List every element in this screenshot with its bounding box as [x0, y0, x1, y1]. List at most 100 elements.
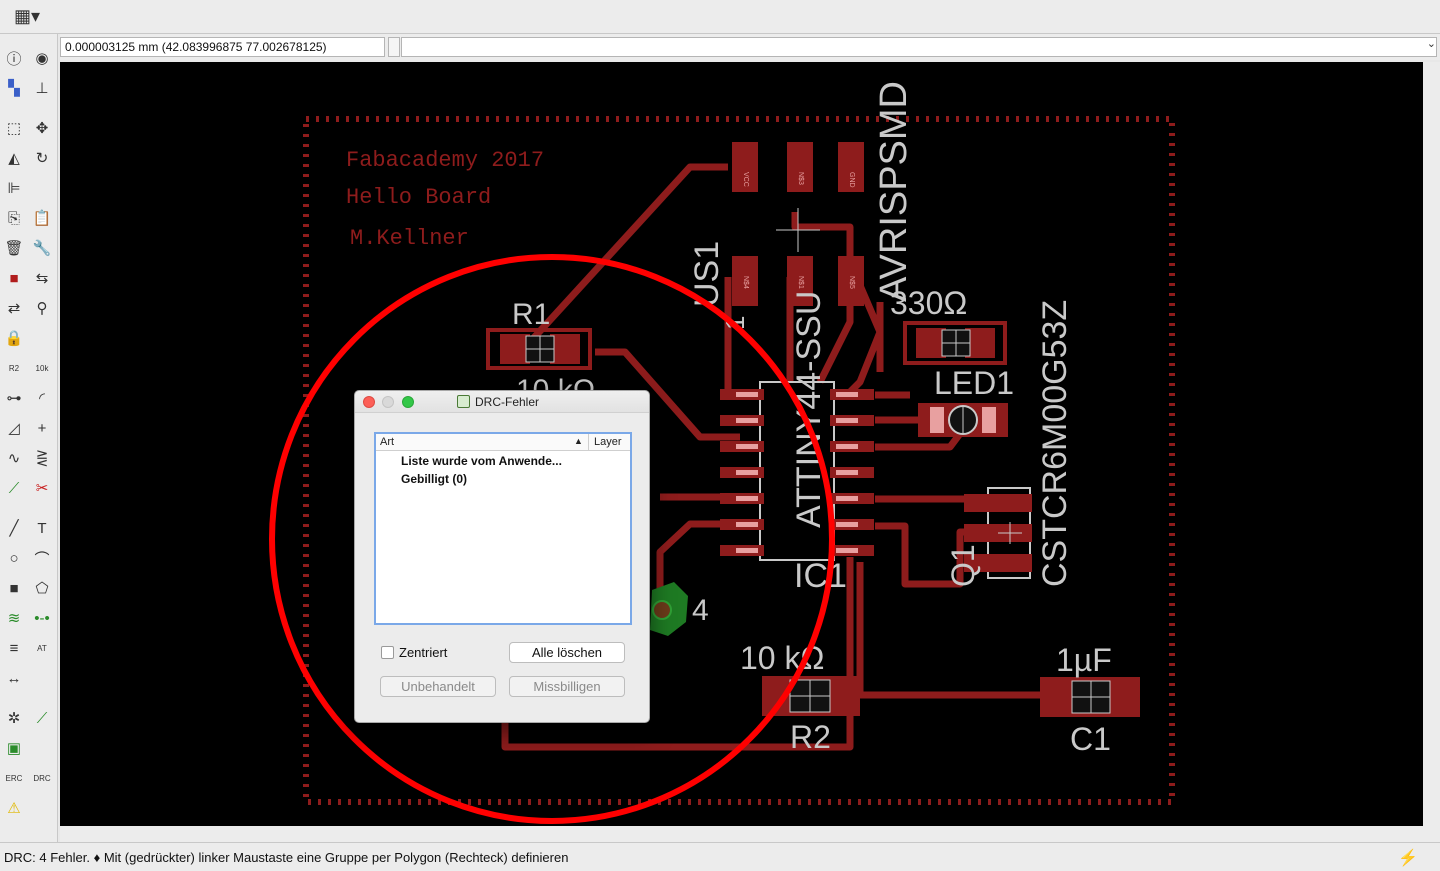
ratsnest-icon[interactable]: ✲ — [7, 710, 21, 727]
align-icon[interactable]: ⊫ — [7, 180, 21, 197]
copy-icon[interactable]: ⎘ — [7, 209, 20, 227]
delete-icon[interactable]: 🗑 — [4, 240, 24, 257]
centered-checkbox[interactable] — [381, 646, 394, 659]
list-header: Art ▲ Layer — [376, 434, 630, 451]
r2-label: R2 — [790, 719, 831, 755]
smash-icon[interactable]: ⊶ — [6, 390, 22, 407]
design-link-icon[interactable]: ▣ — [6, 740, 22, 757]
add-part-icon[interactable]: ■ — [9, 269, 19, 287]
polygon-icon[interactable]: ⬠ — [35, 580, 49, 597]
lock-icon[interactable]: 🔒 — [4, 330, 24, 347]
crystal-type: CSTCR6M00G53Z — [1036, 300, 1074, 587]
ripup-icon[interactable]: ✂ — [35, 480, 49, 497]
mirror-icon[interactable]: ◭ — [8, 150, 20, 167]
pad-label: N$4 — [742, 276, 749, 289]
miter-icon[interactable]: ◜ — [39, 390, 45, 407]
dimension-icon[interactable]: ↔ — [6, 669, 22, 687]
chevron-down-icon[interactable]: ⌄ — [1426, 38, 1436, 50]
swap-icon[interactable]: ⇄ — [7, 300, 21, 317]
status-message: DRC: 4 Fehler. ♦ Mit (gedrückter) linker… — [4, 850, 569, 865]
wrench-icon[interactable]: 🔧 — [32, 240, 52, 257]
warning-icon[interactable]: ⚠ — [7, 800, 21, 817]
erc-icon[interactable]: ERC — [5, 773, 23, 783]
error-list[interactable]: Art ▲ Layer Liste wurde vom Anwende... G… — [374, 432, 632, 625]
rotate-icon[interactable]: ↻ — [35, 150, 49, 167]
led-resistor-value: 330Ω — [890, 285, 967, 321]
replace-icon[interactable]: ⇆ — [35, 270, 49, 287]
signal-icon[interactable]: •‑• — [34, 609, 50, 627]
c1-component[interactable] — [1040, 677, 1140, 717]
status-bar: DRC: 4 Fehler. ♦ Mit (gedrückter) linker… — [0, 842, 1440, 871]
pad-label: GND — [848, 172, 855, 188]
wire-icon[interactable]: ╱ — [9, 520, 19, 537]
led-resistor-component[interactable] — [903, 321, 1007, 365]
move-icon[interactable]: ✥ — [35, 120, 49, 137]
change-icon[interactable]: ⚲ — [36, 300, 48, 317]
top-toolbar: ▦▾ — [0, 0, 1440, 34]
annotation-circle — [269, 254, 835, 824]
pad-label: VCC — [742, 172, 749, 187]
pad-label: N$3 — [797, 172, 804, 185]
disapprove-button[interactable]: Missbilligen — [509, 676, 625, 697]
value-icon[interactable]: 10k — [35, 363, 49, 373]
board-text-line: Fabacademy 2017 — [346, 148, 544, 173]
list-item[interactable]: Gebilligt (0) — [401, 472, 467, 486]
led1-label: LED1 — [934, 365, 1014, 401]
board-outline — [303, 116, 1175, 805]
ic1-component[interactable] — [720, 381, 874, 561]
hole-icon[interactable]: ≡ — [9, 639, 19, 657]
c1-label: C1 — [1070, 721, 1111, 757]
optimize-icon[interactable]: + — [37, 419, 47, 437]
avrisp-header[interactable]: VCC N$3 GND N$4 N$1 N$5 — [732, 142, 864, 306]
info-icon[interactable]: ⓘ — [6, 50, 22, 68]
meander-icon[interactable]: ∿ — [7, 450, 21, 467]
rectangle-icon[interactable]: ■ — [9, 579, 19, 597]
mark-icon[interactable]: ⊥ — [35, 80, 49, 97]
route-icon[interactable]: ⟋ — [8, 479, 20, 497]
command-history-button[interactable] — [388, 37, 400, 57]
centered-label[interactable]: Zentriert — [399, 645, 448, 660]
vertical-scrollbar[interactable] — [1423, 62, 1440, 826]
zoom-button[interactable] — [402, 396, 414, 408]
ic1-label: IC1 — [794, 557, 847, 595]
attribute-icon[interactable]: AT — [37, 643, 47, 653]
route-multi-icon[interactable]: ⋛ — [35, 450, 49, 467]
board-canvas[interactable]: Fabacademy 2017 Hello Board M.Kellner VC… — [60, 62, 1423, 826]
name-icon[interactable]: R2 — [8, 363, 20, 373]
column-header-art[interactable]: Art — [380, 436, 395, 448]
command-input[interactable] — [401, 37, 1437, 57]
grid-icon[interactable]: ▦▾ — [14, 6, 41, 26]
close-button[interactable] — [363, 396, 375, 408]
board-text-line: M.Kellner — [350, 226, 469, 251]
coordinate-bar: 0.000003125 mm (42.083996875 77.00267812… — [60, 34, 1440, 60]
arc-icon[interactable]: ⌒ — [34, 550, 50, 568]
via-icon[interactable]: ≋ — [7, 610, 21, 627]
ic1-type: ATTINY44-SSU — [790, 291, 828, 528]
r1-component[interactable] — [486, 328, 592, 370]
unhandled-button[interactable]: Unbehandelt — [380, 676, 496, 697]
q1-component[interactable] — [964, 487, 1032, 579]
column-divider[interactable] — [588, 434, 589, 450]
drc-error-dialog: DRC-Fehler Art ▲ Layer Liste wurde vom A… — [354, 390, 650, 723]
display-layers-icon[interactable]: ▚ — [8, 80, 20, 97]
text-icon[interactable]: T — [37, 519, 47, 537]
show-eye-icon[interactable]: ◉ — [35, 50, 49, 67]
drc-error-marker[interactable] — [650, 582, 688, 636]
column-header-layer[interactable]: Layer — [594, 436, 622, 448]
list-item[interactable]: Liste wurde vom Anwende... — [401, 454, 562, 468]
r1-label: R1 — [512, 298, 550, 331]
split-icon[interactable]: ◿ — [8, 420, 20, 437]
horizontal-scrollbar[interactable] — [60, 826, 1440, 842]
clear-all-button[interactable]: Alle löschen — [509, 642, 625, 663]
lightning-icon[interactable]: ⚡ — [1398, 850, 1418, 867]
drc-icon[interactable]: DRC — [33, 773, 51, 783]
paste-icon[interactable]: 📋 — [32, 210, 52, 227]
dialog-titlebar[interactable]: DRC-Fehler — [355, 391, 649, 413]
board-text-line: Hello Board — [346, 185, 491, 210]
minimize-button[interactable] — [382, 396, 394, 408]
led1-component[interactable] — [918, 403, 1008, 437]
circle-icon[interactable]: ○ — [9, 549, 19, 567]
autorouter-icon[interactable]: ⟋ — [36, 709, 48, 727]
group-select-icon[interactable]: ⬚ — [6, 120, 22, 137]
